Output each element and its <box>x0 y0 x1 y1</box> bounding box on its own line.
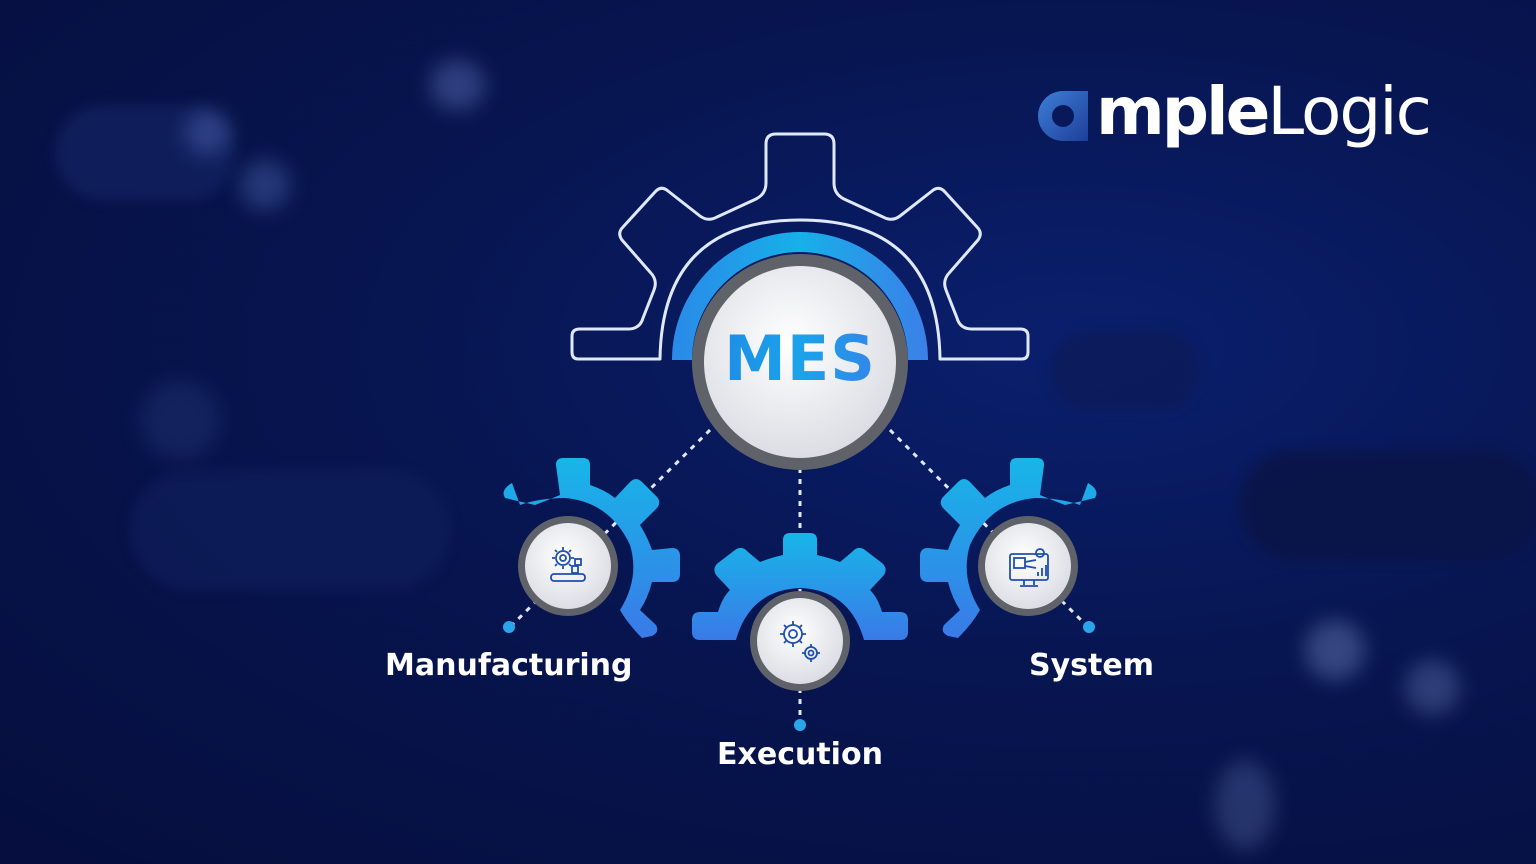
execution-disc <box>750 591 850 691</box>
execution-gear-icon <box>692 533 908 640</box>
connector-dot <box>1083 621 1095 633</box>
manufacturing-gear-icon <box>503 458 680 638</box>
mes-accent-arc <box>672 232 928 360</box>
manufacturing-disc <box>518 516 618 616</box>
logo-text-bold: mple <box>1096 73 1270 150</box>
amplelogic-logo: mple Logic <box>1032 72 1432 152</box>
conveyor-gear-icon <box>550 547 586 582</box>
logo-text-thin: Logic <box>1267 73 1432 150</box>
mes-center-disc <box>692 254 908 470</box>
connector-dot <box>794 719 806 731</box>
system-gear-icon <box>920 458 1097 638</box>
outline-gear-icon <box>570 132 1030 361</box>
connector-dot <box>503 621 515 633</box>
node-label-manufacturing: Manufacturing <box>385 648 633 683</box>
monitor-gear-chart-icon <box>1009 548 1049 587</box>
node-label-execution: Execution <box>717 737 883 772</box>
node-label-system: System <box>1029 648 1154 683</box>
system-disc <box>978 516 1078 616</box>
mes-title: MES <box>700 322 900 395</box>
twin-gears-icon <box>780 621 820 662</box>
logo-a-mark-icon <box>1038 91 1088 141</box>
